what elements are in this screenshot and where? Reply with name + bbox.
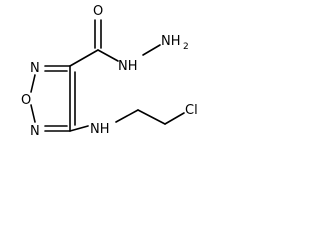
carbonyl-to-ring-bond: [69, 49, 99, 67]
ring-o-label: O: [21, 93, 31, 108]
atom-labels: O NH NH 2 N O N NH Cl: [21, 4, 198, 139]
ring-o1-n5-bond: [30, 104, 36, 123]
ch2-to-ch2-bond: [137, 109, 166, 125]
carbonyl-to-nh-bond: [97, 49, 119, 62]
ring-to-amine-bond: [69, 125, 89, 132]
hydrazide-nh2-subscript: 2: [183, 42, 189, 52]
ring-n2-o1-bond: [30, 74, 36, 93]
amine-to-ch2-bond: [115, 109, 139, 123]
nh-to-nh2-bond: [142, 44, 161, 56]
chlorine-label: Cl: [185, 103, 198, 118]
bonds: [30, 19, 185, 132]
molecule-structure: O NH NH 2 N O N NH Cl: [21, 4, 198, 139]
ring-n-upper-label: N: [30, 61, 40, 76]
hydrazide-nh2-label: NH: [161, 34, 181, 49]
chemical-structure-canvas: O NH NH 2 N O N NH Cl: [0, 0, 221, 154]
ring-n-lower-label: N: [30, 124, 40, 139]
carbonyl-oxygen-label: O: [93, 4, 103, 19]
hydrazide-nh-label: NH: [118, 59, 138, 74]
amine-nh-label: NH: [90, 122, 110, 137]
ch2-to-cl-bond: [164, 112, 185, 125]
